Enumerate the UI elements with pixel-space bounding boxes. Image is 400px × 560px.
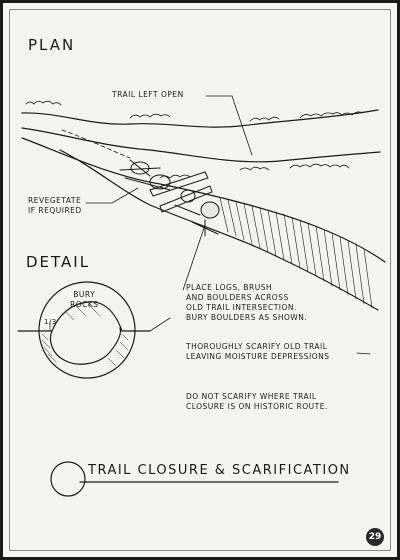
- one-third-label: 1/3: [44, 318, 57, 326]
- inner-frame: [9, 9, 391, 551]
- note-scarify: THOROUGHLY SCARIFY OLD TRAIL LEAVING MOI…: [186, 342, 330, 361]
- bury-rocks-label: BURY ROCKS: [70, 290, 99, 309]
- leader-scarify: [356, 352, 371, 355]
- footer-circle: [50, 461, 86, 497]
- detail-ground-line: [17, 301, 151, 332]
- scarified-hatching: [219, 197, 373, 309]
- leader-trail-open: [205, 95, 253, 156]
- plan-heading: PLAN: [28, 36, 76, 54]
- open-trail-lower-edge: [21, 127, 381, 163]
- footer-title: TRAIL CLOSURE & SCARIFICATION: [88, 463, 351, 478]
- revegetate-label: REVEGETATE IF REQUIRED: [28, 196, 82, 215]
- vegetation-middle: [159, 163, 350, 179]
- open-trail-upper-edge: [21, 109, 379, 128]
- detail-soil-hatching: [41, 303, 129, 367]
- logs-boulders-pile: [119, 159, 220, 219]
- note-place-logs: PLACE LOGS, BRUSH AND BOULDERS ACROSS OL…: [186, 283, 308, 322]
- detail-circle: [38, 281, 136, 379]
- leader-place-logs: [182, 224, 206, 291]
- detail-boulder: [49, 327, 122, 365]
- old-trail-lower-edge: [59, 149, 379, 311]
- old-trail-centerline: [61, 129, 131, 159]
- vegetation-top: [25, 100, 364, 122]
- leader-revegetate: [85, 187, 139, 204]
- detail-heading: DETAIL: [26, 253, 91, 271]
- detail-leader: [149, 317, 171, 332]
- cross-marker: [191, 219, 219, 237]
- trail-left-open-label: TRAIL LEFT OPEN: [112, 90, 184, 99]
- page-number-badge: 29: [366, 528, 384, 546]
- note-historic-route: DO NOT SCARIFY WHERE TRAIL CLOSURE IS ON…: [186, 392, 328, 411]
